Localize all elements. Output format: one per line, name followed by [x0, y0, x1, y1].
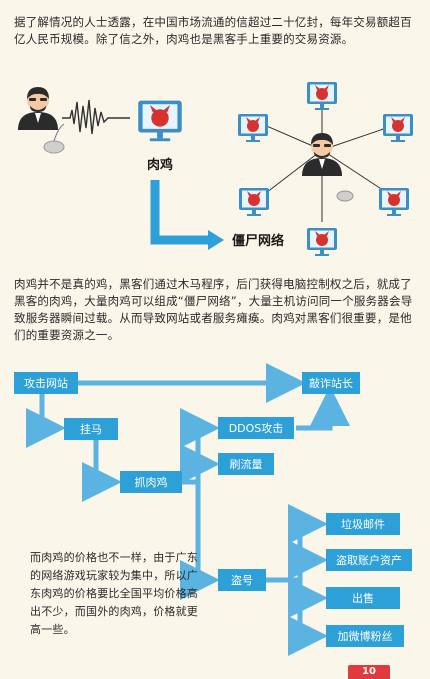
flow-label: 出售: [352, 591, 374, 605]
signal-wave-icon: [62, 99, 130, 135]
flow-box-steal: 盗号: [218, 569, 266, 591]
zombie-monitor-icon: [138, 100, 182, 142]
flow-label: 攻击网站: [24, 376, 68, 390]
botnet-monitor-icon: [383, 114, 413, 142]
flow-connectors: [26, 363, 350, 656]
zombie-label: 肉鸡: [147, 157, 173, 173]
flow-label: 抓肉鸡: [135, 475, 168, 489]
flow-box-spam: 垃圾邮件: [326, 513, 400, 535]
flow-label: 敲诈站长: [309, 376, 353, 390]
flow-label: 垃圾邮件: [341, 517, 385, 531]
flow-box-grab: 抓肉鸡: [120, 471, 182, 493]
flow-box-followers: 加微博粉丝: [326, 625, 404, 647]
intro-paragraph: 据了解情况的人士透露，在中国市场流通的信超过二十亿封，每年交易额超百亿人民币规模…: [14, 15, 412, 46]
flow-box-traffic: 刷流量: [218, 453, 274, 475]
botnet-monitor-icon: [379, 188, 409, 216]
arrow-to-botnet: [150, 180, 210, 245]
botnet-monitor-icon: [307, 82, 337, 110]
botnet-hacker-icon: [302, 133, 354, 202]
flow-label: 刷流量: [230, 457, 263, 471]
flow-box-steal-assets: 盗取账户资产: [326, 549, 412, 571]
botnet-monitor-icon: [239, 188, 269, 216]
botnet-monitor-icon: [307, 228, 337, 256]
page-number: 10: [348, 665, 390, 679]
flow-label: 挂马: [80, 422, 102, 436]
price-paragraph: 而肉鸡的价格也不一样，由于广东的网络游戏玩家较为集中，所以广东肉鸡的价格要比全国…: [30, 551, 198, 636]
botnet-monitor-icon: [238, 114, 268, 142]
hacker-left-icon: [14, 87, 65, 154]
zombie-paragraph: 肉鸡并不是真的鸡，黑客们通过木马程序，后门获得电脑控制权之后，就成了黑客的肉鸡，…: [14, 277, 413, 342]
flow-box-trojan: 挂马: [64, 418, 118, 440]
flow-box-ddos: DDOS攻击: [218, 417, 294, 439]
flow-box-extort: 敲诈站长: [302, 372, 360, 394]
botnet-label: 僵尸网络: [232, 233, 284, 249]
flow-label: 盗取账户资产: [336, 553, 402, 567]
flow-box-attack-site: 攻击网站: [14, 372, 78, 394]
flow-label: 加微博粉丝: [338, 629, 393, 643]
flow-label: DDOS攻击: [229, 421, 284, 435]
flow-label: 盗号: [231, 574, 253, 587]
flow-box-sell: 出售: [326, 587, 400, 609]
